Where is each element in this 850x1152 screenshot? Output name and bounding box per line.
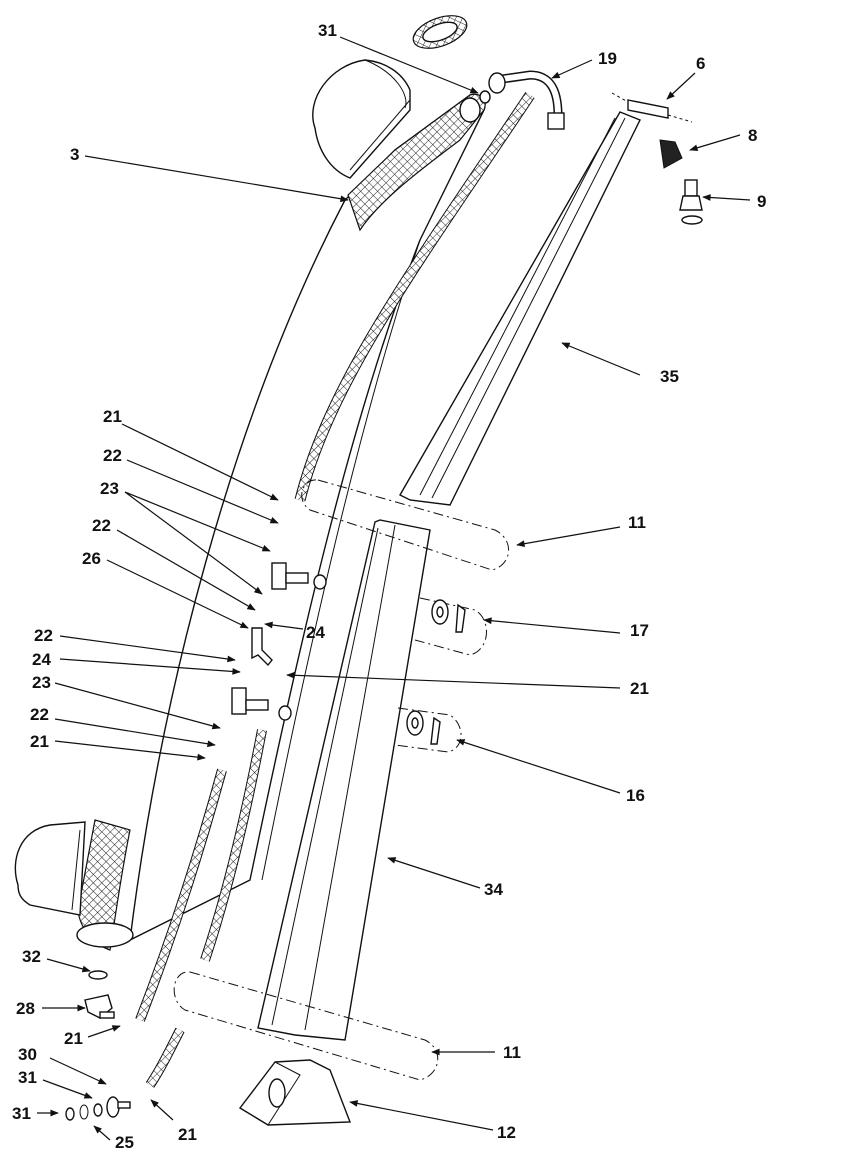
callout-23-a: 23 bbox=[100, 479, 119, 498]
wye-connector bbox=[251, 627, 273, 667]
callout-22-b: 22 bbox=[92, 516, 111, 535]
callout-31-c: 31 bbox=[12, 1104, 31, 1123]
upper-channel bbox=[399, 111, 641, 506]
top-block bbox=[611, 92, 693, 123]
callout-23-b: 23 bbox=[32, 673, 51, 692]
leader-lines bbox=[37, 36, 751, 1141]
callout-22-a: 22 bbox=[103, 446, 122, 465]
tee-fitting-lower bbox=[231, 687, 292, 721]
callout-3: 3 bbox=[70, 145, 79, 164]
callout-25: 25 bbox=[115, 1133, 134, 1152]
nozzle-fitting bbox=[679, 179, 703, 225]
braided-hose-lower-left bbox=[135, 768, 227, 1022]
callout-34: 34 bbox=[484, 880, 503, 899]
callout-35: 35 bbox=[660, 367, 679, 386]
braided-hose-lower-mid bbox=[200, 729, 267, 962]
screen-disc bbox=[79, 1104, 89, 1120]
callout-9: 9 bbox=[757, 192, 766, 211]
callout-12: 12 bbox=[497, 1123, 516, 1142]
callout-22-c: 22 bbox=[34, 626, 53, 645]
callout-24-a: 24 bbox=[306, 623, 325, 642]
inlet-fitting bbox=[106, 1096, 131, 1118]
o-ring-bottom-a bbox=[93, 1103, 103, 1117]
callout-21-e: 21 bbox=[178, 1125, 197, 1144]
callout-11-upper: 11 bbox=[628, 513, 646, 532]
filter-sleeve bbox=[76, 93, 486, 951]
braided-hose-bottom bbox=[145, 1027, 185, 1088]
callout-8: 8 bbox=[748, 126, 757, 145]
callout-17: 17 bbox=[630, 621, 649, 640]
base bbox=[238, 1059, 352, 1126]
valve-group-upper bbox=[414, 597, 487, 656]
o-ring-bottom-b bbox=[65, 1107, 75, 1121]
callout-24-b: 24 bbox=[32, 650, 51, 669]
callout-22-d: 22 bbox=[30, 705, 49, 724]
elbow-tube bbox=[479, 70, 565, 130]
upper-shield bbox=[312, 59, 411, 179]
callout-21-d: 21 bbox=[64, 1029, 83, 1048]
valve-knob-upper bbox=[431, 599, 466, 633]
lower-shield bbox=[14, 821, 86, 916]
callout-28: 28 bbox=[16, 999, 35, 1018]
gasket bbox=[88, 970, 108, 980]
valve-knob-lower bbox=[406, 710, 441, 745]
callout-26: 26 bbox=[82, 549, 101, 568]
callout-30: 30 bbox=[18, 1045, 37, 1064]
callout-6: 6 bbox=[696, 54, 705, 73]
tee-fitting-upper bbox=[271, 562, 327, 590]
callout-31-b: 31 bbox=[18, 1068, 37, 1087]
callout-21-c: 21 bbox=[30, 732, 49, 751]
callout-31-top: 31 bbox=[318, 21, 337, 40]
braided-hose-upper bbox=[294, 91, 535, 502]
callout-21-a: 21 bbox=[103, 407, 122, 426]
callout-32: 32 bbox=[22, 947, 41, 966]
callout-21-b: 21 bbox=[630, 679, 649, 698]
valve-group-lower bbox=[394, 707, 462, 753]
callout-16: 16 bbox=[626, 786, 645, 805]
top-gasket-ring bbox=[412, 15, 468, 49]
main-channel bbox=[257, 519, 431, 1041]
callout-11-lower: 11 bbox=[503, 1043, 521, 1062]
drain-fitting bbox=[84, 994, 115, 1019]
callout-19: 19 bbox=[598, 49, 617, 68]
bracket bbox=[659, 139, 683, 169]
